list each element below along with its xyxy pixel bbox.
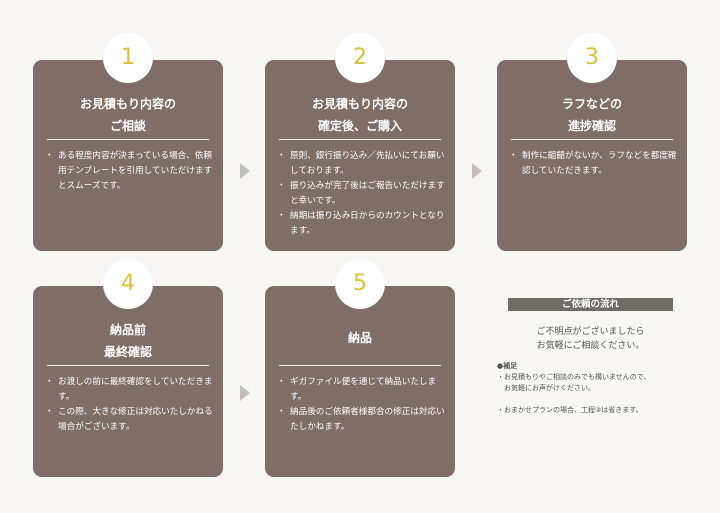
- step-body-4: お渡しの前に最終確認をしていただきます。 この際、大きな修正は対応いたしかねる場…: [45, 375, 213, 435]
- step-4-bullet-1: お渡しの前に最終確認をしていただきます。: [45, 375, 213, 405]
- step-number-5: 5: [335, 259, 385, 309]
- step-5-bullet-2: 納品後のご依頼者様都合の修正は対応いたしかねます。: [277, 405, 445, 435]
- supplement-heading: ●補足: [497, 362, 518, 370]
- step-title-3: ラフなどの 進捗確認: [561, 97, 622, 133]
- step-body-2: 原則、銀行振り込み／先払いにてお願いしております。 振り込みが完了後はご報告いた…: [277, 149, 445, 239]
- step-number-3: 3: [567, 33, 617, 83]
- step-1-bullet-1: ある程度内容が決まっている場合、依頼用テンプレートを引用していただけますとスムー…: [45, 149, 213, 194]
- step-title-2: お見積もり内容の 確定後、ご購入: [311, 97, 408, 133]
- step-number-4: 4: [103, 259, 153, 309]
- step-card-1: 1 お見積もり内容の ご相談 ある程度内容が決まっている場合、依頼用テンプレート…: [33, 33, 223, 251]
- step-divider-4: [47, 365, 209, 366]
- step-card-5: 5 納品 ギガファイル便を通じて納品いたします。 納品後のご依頼者様都合の修正は…: [265, 259, 455, 477]
- supplement-note-1-line-2: お気軽にお声がけください。: [497, 384, 595, 392]
- step-2-bullet-2: 振り込みが完了後はご報告いただけますと幸いです。: [277, 179, 445, 209]
- step-3-bullet-1: 制作に齟齬がないか、ラフなどを都度確認していただきます。: [509, 149, 677, 179]
- step-divider-3: [511, 139, 673, 140]
- supplement-note-2: ・おまかせプランの場合、工程③は省きます。: [497, 406, 643, 414]
- flow-lead-text: ご不明点がございましたら お気軽にご相談ください。: [536, 327, 645, 351]
- step-body-1: ある程度内容が決まっている場合、依頼用テンプレートを引用していただけますとスムー…: [45, 149, 213, 194]
- step-title-4: 納品前 最終確認: [103, 323, 152, 359]
- arrow-right-icon: [240, 385, 250, 401]
- supplement-notes: ●補足 ・お見積もりやご相談のみでも構いませんので、 お気軽にお声がけください。…: [497, 361, 697, 416]
- step-2-bullet-1: 原則、銀行振り込み／先払いにてお願いしております。: [277, 149, 445, 179]
- step-title-5: 納品: [347, 331, 372, 345]
- step-number-1: 1: [103, 33, 153, 83]
- step-card-3: 3 ラフなどの 進捗確認 制作に齟齬がないか、ラフなどを都度確認していただきます…: [497, 33, 687, 251]
- step-4-bullet-2: この際、大きな修正は対応いたしかねる場合がございます。: [45, 405, 213, 435]
- step-body-3: 制作に齟齬がないか、ラフなどを都度確認していただきます。: [509, 149, 677, 179]
- step-title-1: お見積もり内容の ご相談: [79, 97, 176, 133]
- step-card-2: 2 お見積もり内容の 確定後、ご購入 原則、銀行振り込み／先払いにてお願いしてお…: [265, 33, 455, 251]
- arrow-right-icon: [240, 163, 250, 179]
- arrow-right-icon: [472, 163, 482, 179]
- step-body-5: ギガファイル便を通じて納品いたします。 納品後のご依頼者様都合の修正は対応いたし…: [277, 375, 445, 435]
- step-card-4: 4 納品前 最終確認 お渡しの前に最終確認をしていただきます。 この際、大きな修…: [33, 259, 223, 477]
- step-divider-1: [47, 139, 209, 140]
- step-divider-2: [279, 139, 441, 140]
- step-divider-5: [279, 365, 441, 366]
- step-2-bullet-3: 納期は振り込み日からのカウントとなります。: [277, 209, 445, 239]
- step-5-bullet-1: ギガファイル便を通じて納品いたします。: [277, 375, 445, 405]
- step-number-2: 2: [335, 33, 385, 83]
- flow-title: ご依頼の流れ: [508, 298, 673, 311]
- supplement-note-1-line-1: ・お見積もりやご相談のみでも構いませんので、: [497, 373, 651, 381]
